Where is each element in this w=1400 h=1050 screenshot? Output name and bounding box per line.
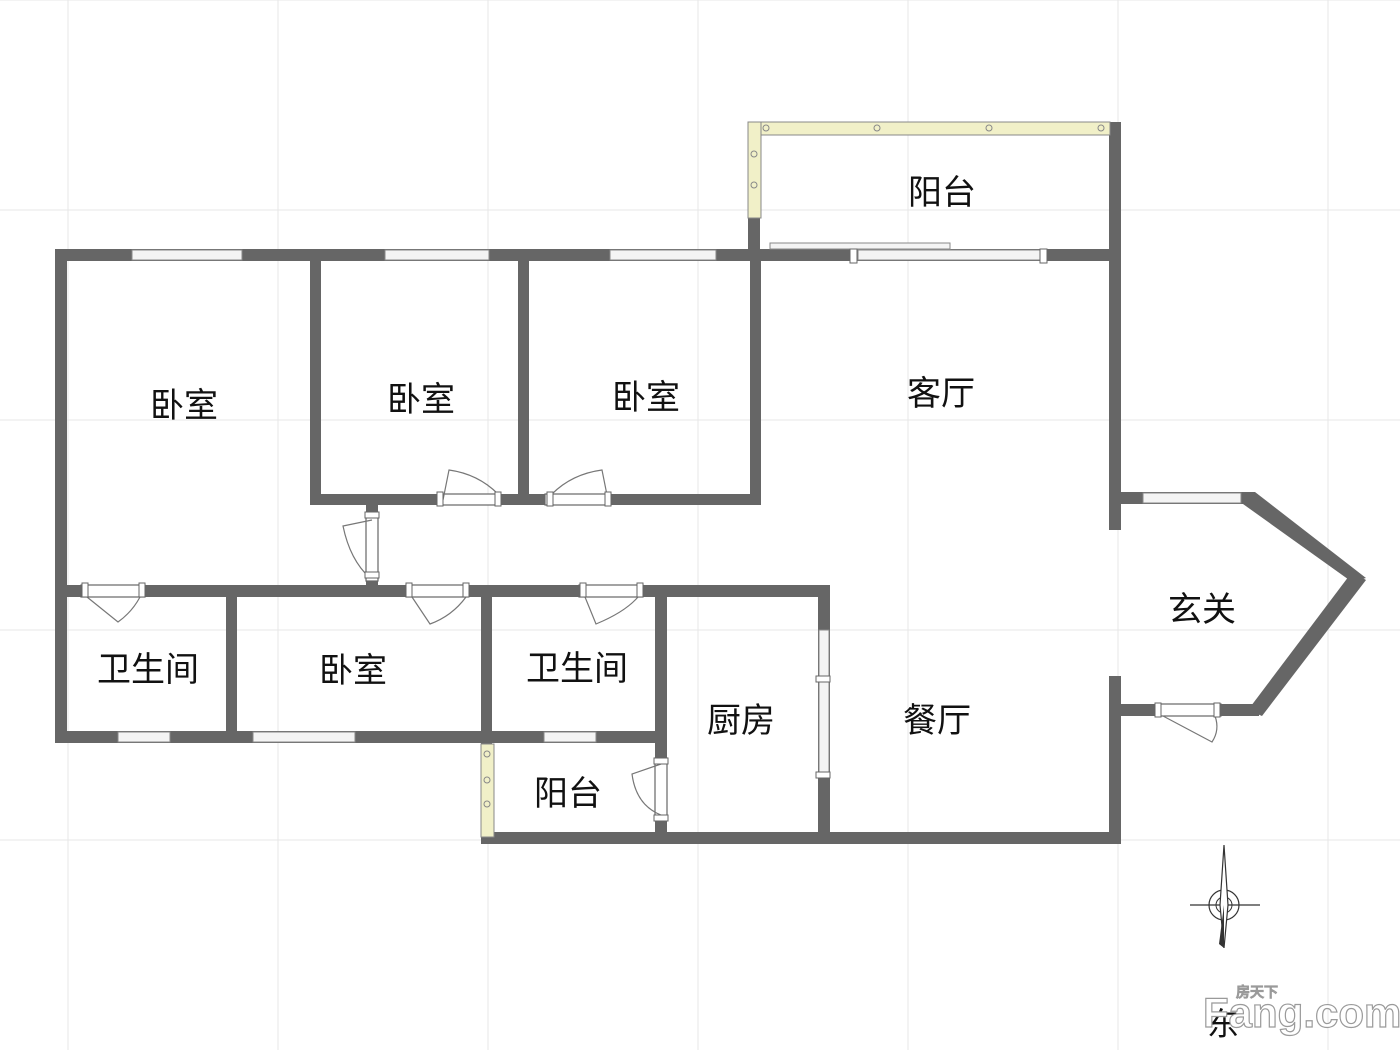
label-bathroom-1: 卫生间 bbox=[97, 650, 199, 690]
doors bbox=[80, 248, 1222, 822]
label-bedroom-1: 卧室 bbox=[150, 386, 218, 426]
label-bedroom-2: 卧室 bbox=[387, 380, 455, 420]
label-bathroom-2: 卫生间 bbox=[526, 649, 628, 689]
balcony-railings bbox=[480, 121, 1111, 838]
label-entrance: 玄关 bbox=[1168, 590, 1236, 630]
label-dining-room: 餐厅 bbox=[903, 701, 971, 741]
label-balcony-top: 阳台 bbox=[908, 173, 976, 213]
watermark-logo: 房天下 Fang.com bbox=[1202, 984, 1400, 1037]
label-bedroom-3: 卧室 bbox=[612, 378, 680, 418]
svg-text:Fang.com: Fang.com bbox=[1203, 989, 1400, 1036]
label-living-room: 客厅 bbox=[907, 374, 975, 414]
label-bedroom-4: 卧室 bbox=[319, 651, 387, 691]
windows bbox=[117, 242, 1242, 777]
svg-text:房天下: 房天下 bbox=[1236, 984, 1278, 1001]
label-balcony-bottom: 阳台 bbox=[534, 774, 602, 814]
compass-icon bbox=[1190, 844, 1260, 949]
compass-direction-label: 东 bbox=[1207, 1005, 1239, 1043]
room-labels: 卧室 卧室 卧室 客厅 阳台 卫生间 卧室 卫生间 厨房 餐厅 玄关 阳台 bbox=[97, 173, 1236, 814]
label-kitchen: 厨房 bbox=[707, 701, 775, 741]
